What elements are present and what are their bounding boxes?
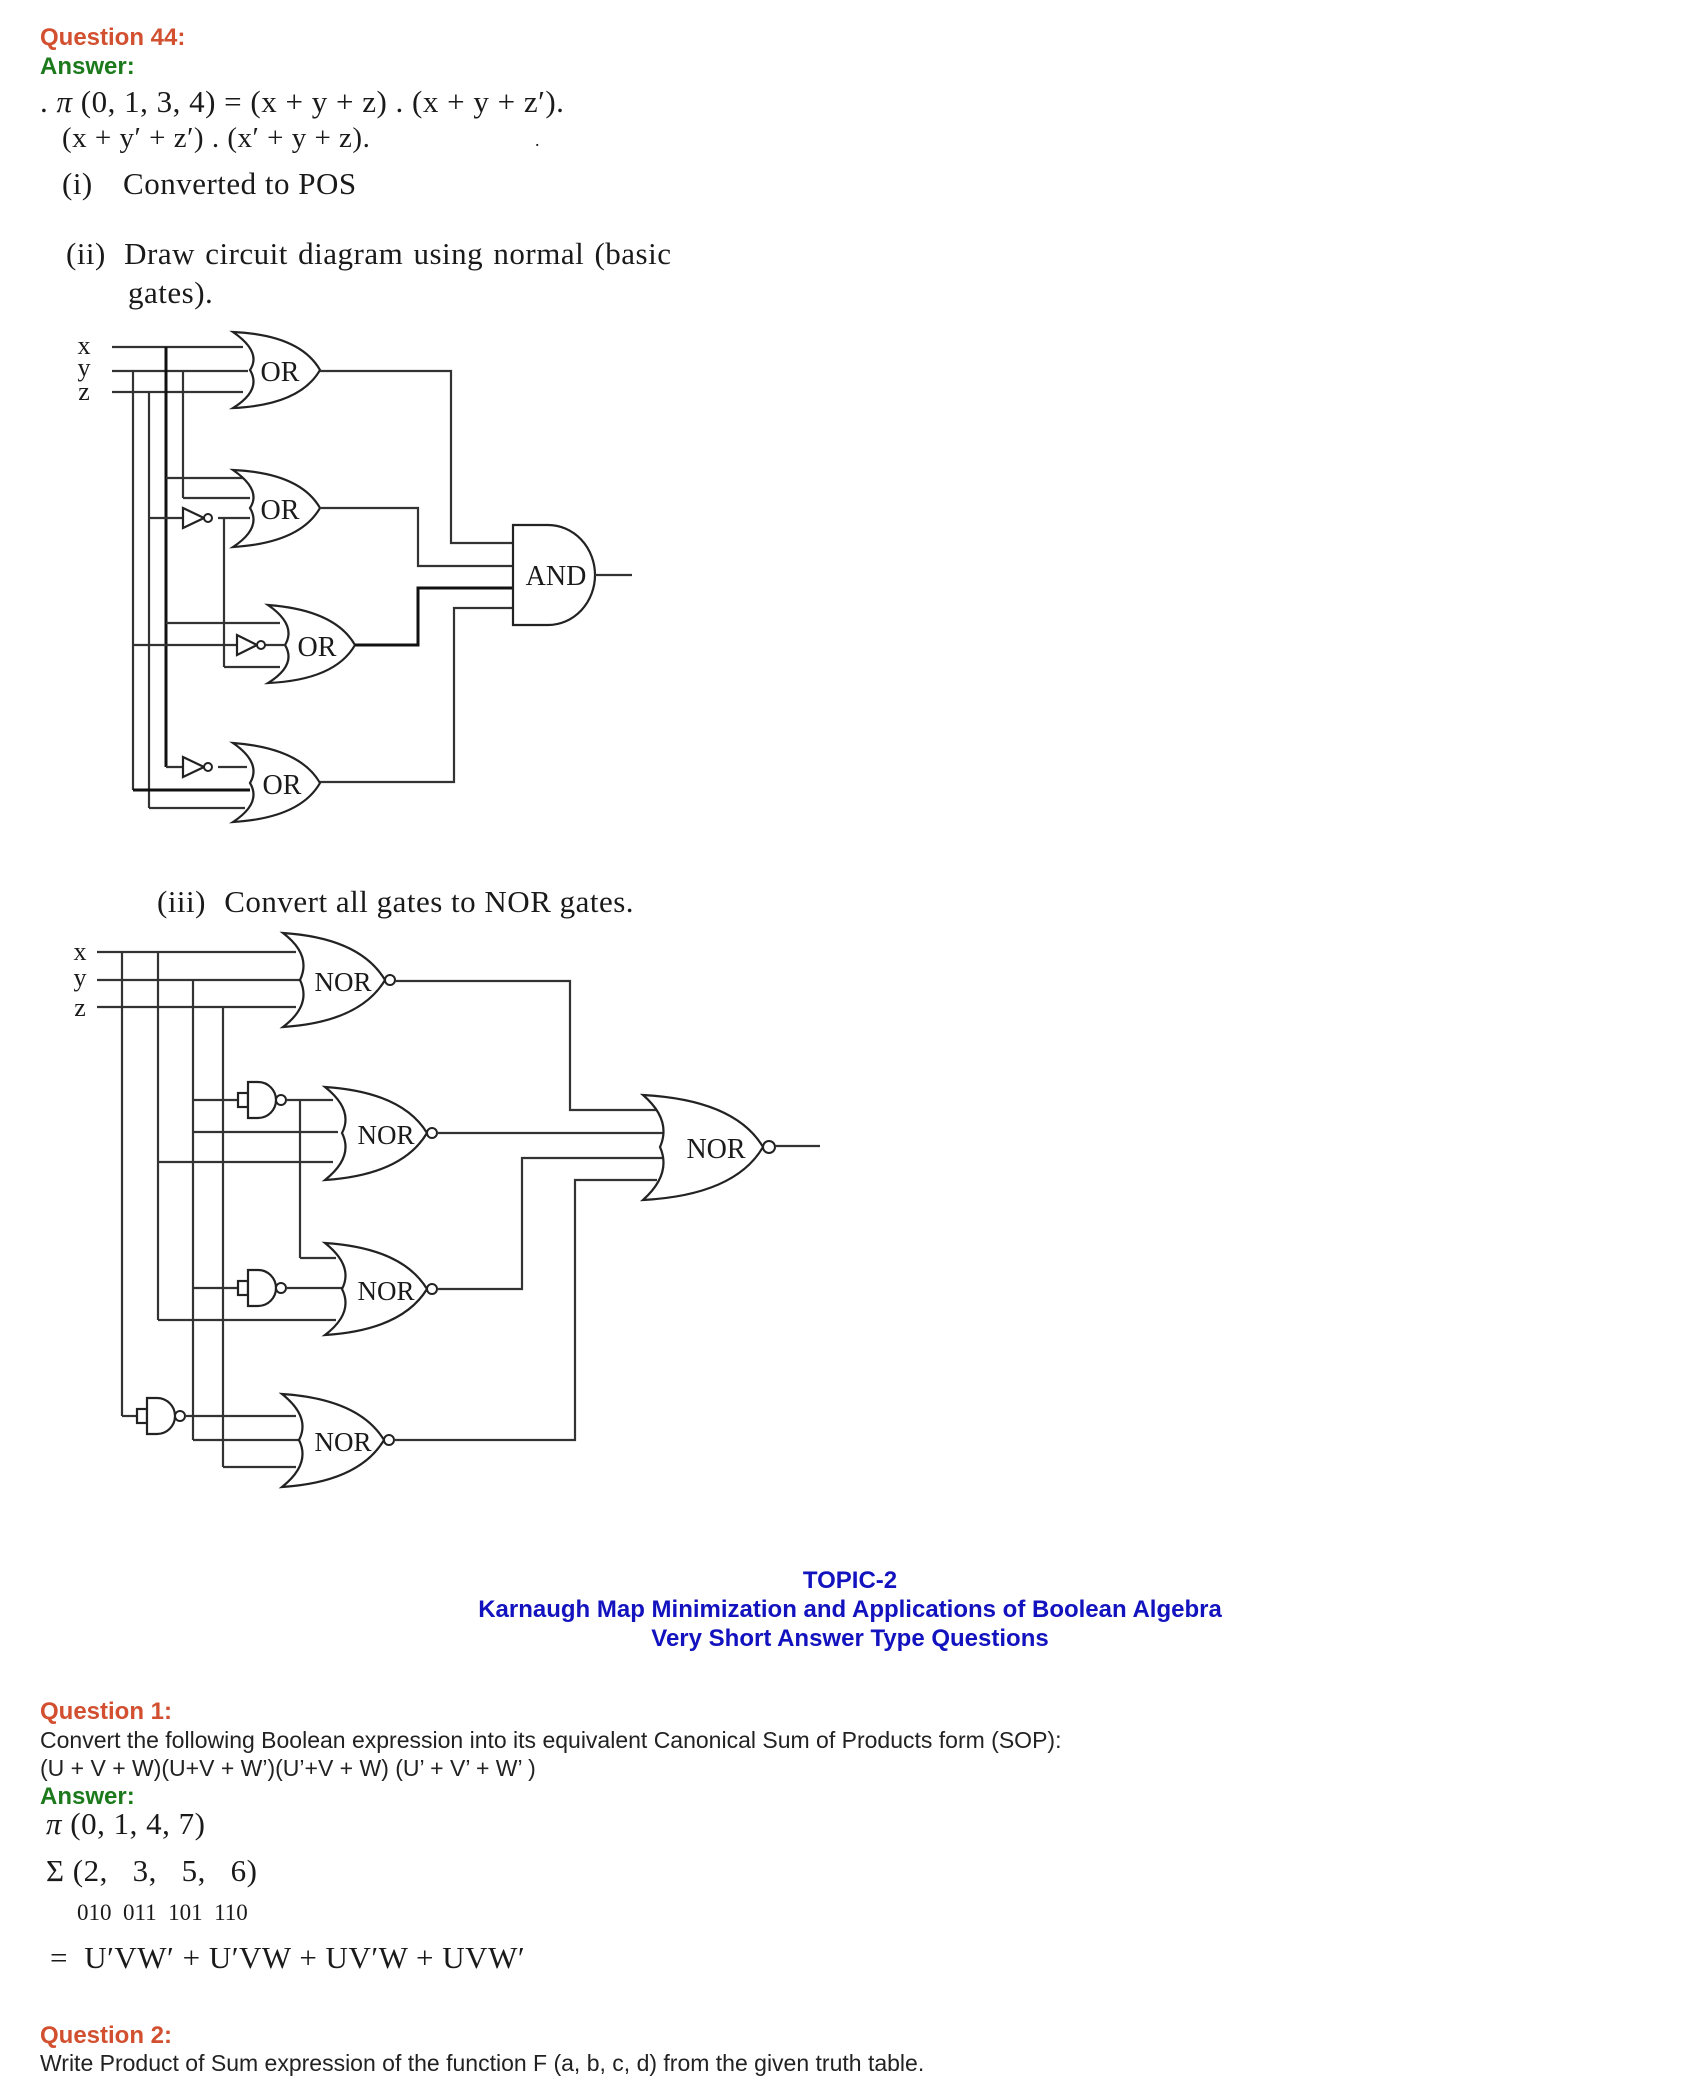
- equals-sign: =: [50, 1940, 68, 1975]
- final-nor-gate-label: NOR: [686, 1134, 745, 1165]
- question-2-label: Question 2:: [40, 2022, 173, 2049]
- nor-input-label-x: x: [74, 937, 87, 966]
- nand-inverter-1: [193, 1080, 333, 1120]
- step-3-number: (iii): [157, 884, 206, 919]
- and-gate-label: AND: [526, 561, 587, 592]
- nand-inverter-3: [122, 1396, 296, 1436]
- topic-subtitle: Karnaugh Map Minimization and Applicatio…: [478, 1596, 1222, 1623]
- sop-result: = U′VW′ + U′VW + UV′W + UVW′: [50, 1940, 525, 1976]
- or-gate-4: OR: [228, 741, 322, 824]
- or-gate-1-label: OR: [261, 357, 300, 388]
- input-label-x: x: [78, 331, 91, 360]
- minterm-values: (2, 3, 5, 6): [64, 1853, 258, 1888]
- nor-gate-2-label: NOR: [357, 1120, 414, 1150]
- answer-label: Answer:: [40, 53, 135, 80]
- and-gate: AND: [511, 523, 632, 627]
- nor-to-final-nor-wires: [394, 979, 663, 1442]
- nor-gate-1-label: NOR: [314, 967, 371, 997]
- sigma-symbol: Σ: [46, 1853, 65, 1888]
- question-1-expression: (U + V + W)(U+V + W’)(U’+V + W) (U’ + V’…: [40, 1755, 536, 1781]
- final-nor-gate: NOR: [639, 1093, 820, 1202]
- nor-gates-circuit-diagram: x y z NOR NOR: [74, 931, 820, 1489]
- nor-gate-4: NOR: [278, 1392, 395, 1489]
- nor-input-wires: [97, 950, 302, 1009]
- minterm-binary: 010 011 101 110: [77, 1900, 248, 1925]
- minterm-list: Σ (2, 3, 5, 6): [46, 1853, 257, 1889]
- step-2-number: (ii): [66, 236, 106, 271]
- nor-gate-4-label: NOR: [314, 1427, 371, 1457]
- input-label-z: z: [78, 377, 90, 406]
- nor-gate-2: NOR: [321, 1085, 438, 1182]
- pi-symbol: π: [46, 1806, 63, 1841]
- or-gate-4-label: OR: [263, 770, 302, 801]
- not-gate-2: [235, 633, 266, 657]
- pos-expression-text: (0, 1, 3, 4) = (x + y + z) . (x + y + z′…: [72, 84, 565, 119]
- maxterm-values: (0, 1, 4, 7): [62, 1806, 206, 1841]
- step-3-text: Convert all gates to NOR gates.: [224, 884, 635, 919]
- not-gate-1: [181, 506, 213, 530]
- pi-symbol: π: [56, 84, 73, 119]
- or-gate-2-input-wires: [149, 476, 250, 667]
- nor-gate-1: NOR: [279, 931, 396, 1029]
- maxterm-list: π (0, 1, 4, 7): [46, 1806, 205, 1842]
- not-gate-3: [181, 755, 213, 779]
- question-1-text: Convert the following Boolean expression…: [40, 1727, 1062, 1753]
- pos-expression-line-2: (x + y′ + z′) . (x′ + y + z).: [62, 122, 371, 154]
- or-gate-3: OR: [263, 603, 357, 685]
- step-3: (iii) Convert all gates to NOR gates.: [157, 884, 634, 920]
- question-1-label: Question 1:: [40, 1698, 173, 1725]
- bullet-dot: .: [40, 84, 57, 119]
- nor-gate-3-input-wires: [158, 1256, 336, 1322]
- nand-inverter-2: [193, 1268, 342, 1308]
- step-1-number: (i): [62, 166, 93, 201]
- or-gate-3-label: OR: [298, 632, 337, 663]
- step-1-text: Converted to POS: [123, 166, 357, 201]
- nor-gate-3-label: NOR: [357, 1276, 414, 1306]
- nor-gate-3: NOR: [321, 1241, 438, 1337]
- nor-input-label-y: y: [74, 963, 87, 992]
- or-gate-2: OR: [228, 468, 322, 549]
- pos-expression-line-1: . π (0, 1, 3, 4) = (x + y + z) . (x + y …: [40, 84, 564, 120]
- nor-gate-4-input-wires: [193, 1438, 301, 1469]
- step-2-text-cont: gates).: [128, 275, 214, 310]
- nor-input-bus-wires: [120, 952, 225, 1467]
- topic-section: Very Short Answer Type Questions: [651, 1625, 1049, 1652]
- nor-input-label-z: z: [74, 993, 86, 1022]
- or-gate-2-label: OR: [261, 495, 300, 526]
- input-label-y: y: [78, 353, 91, 382]
- or-gate-4-input-wires: [133, 765, 250, 810]
- question-44-label: Question 44:: [40, 24, 186, 51]
- sop-expression: U′VW′ + U′VW + UV′W + UVW′: [84, 1940, 526, 1975]
- basic-gates-circuit-diagram: x y z: [78, 330, 632, 824]
- question-2-text: Write Product of Sum expression of the f…: [40, 2050, 925, 2076]
- question-1-answer-label: Answer:: [40, 1783, 135, 1810]
- or-gate-1: OR: [228, 330, 322, 410]
- step-2: (ii) Draw circuit diagram using normal (…: [66, 236, 671, 272]
- stray-dot: .: [535, 130, 540, 150]
- step-1: (i) Converted to POS: [62, 166, 357, 202]
- nor-gate-2-input-wires: [158, 1100, 338, 1258]
- input-bus-wires: [131, 347, 185, 808]
- or-to-and-wires: [320, 369, 513, 784]
- step-2-text: Draw circuit diagram using normal (basic: [124, 236, 672, 271]
- topic-title: TOPIC-2: [802, 1567, 898, 1594]
